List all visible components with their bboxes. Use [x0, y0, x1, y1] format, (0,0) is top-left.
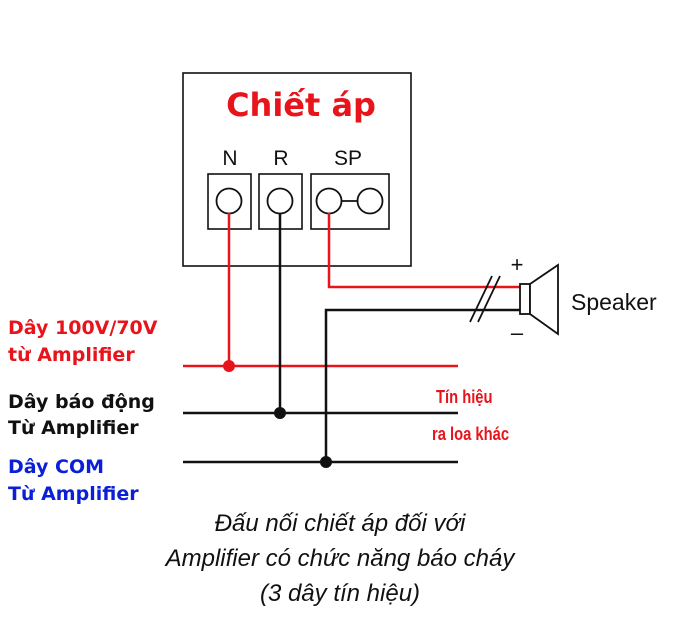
speaker-minus: –: [511, 320, 524, 345]
sp-to-speaker-wire: [327, 213, 522, 289]
com-wire-label-2: Từ Amplifier: [8, 483, 139, 505]
alarm-wire-label-2: Từ Amplifier: [8, 417, 139, 439]
com-wire-label-1: Dây COM: [8, 456, 104, 478]
box-title: Chiết áp: [226, 86, 376, 124]
volume-control-box: [182, 72, 412, 267]
com-to-speaker-wire: [324, 308, 522, 462]
signal-label-1: Tín hiệu: [436, 386, 493, 407]
speaker-label: Speaker: [571, 289, 657, 315]
speaker-plus: +: [511, 252, 524, 277]
red-wire-label-1: Dây 100V/70V: [8, 317, 158, 339]
terminal-sp: [310, 173, 390, 230]
alarm-wire-label-1: Dây báo động: [8, 391, 155, 413]
terminal-label-r: R: [273, 147, 288, 170]
terminal-label-sp: SP: [334, 147, 362, 170]
caption-line-1: Đấu nối chiết áp đối với: [215, 510, 466, 537]
signal-label-2: ra loa khác: [432, 423, 509, 444]
caption-line-2: Amplifier có chức năng báo cháy: [164, 545, 517, 572]
speaker-icon: [519, 263, 559, 336]
alarm-junction-dot: [274, 407, 286, 419]
caption-line-3: (3 dây tín hiệu): [260, 580, 420, 607]
terminal-label-n: N: [222, 147, 237, 170]
wire-break-marks: [469, 275, 501, 323]
red-wire-label-2: từ Amplifier: [8, 344, 135, 366]
red-junction-dot: [223, 360, 235, 372]
